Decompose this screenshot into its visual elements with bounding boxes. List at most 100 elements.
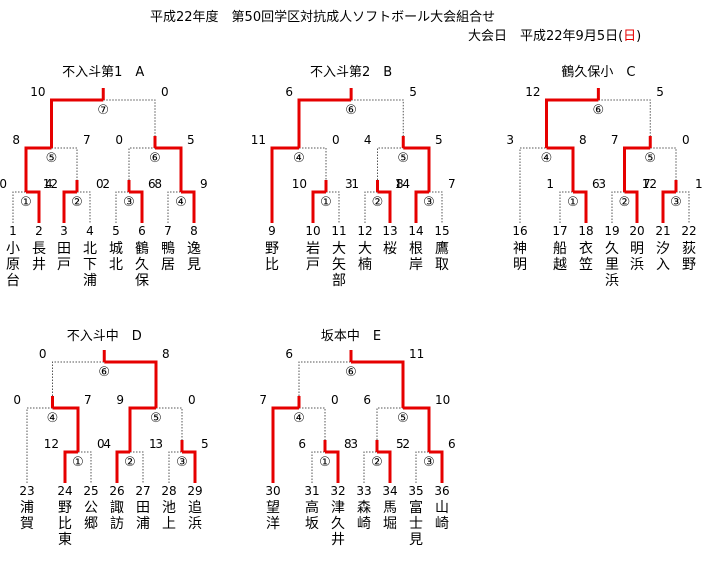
bracket-c-team-name: 明	[630, 241, 644, 257]
bracket-e-team-number: 33	[356, 484, 371, 498]
bracket-a-team-name: 北	[83, 241, 97, 257]
bracket-d-team-name: 田	[136, 500, 150, 516]
bracket-b-r1-2-right-score: 7	[448, 177, 456, 191]
bracket-b-r2-0-right-line	[403, 146, 431, 180]
bracket-d-r1-2-right-line	[182, 450, 197, 483]
bracket-b-r1-0-left-line	[311, 190, 326, 223]
bracket-d-r1-1-left-score: 4	[103, 437, 111, 451]
bracket-a-r1-2-left-line	[115, 191, 129, 223]
bracket-d-bye-left-score: 0	[13, 393, 21, 407]
bracket-c-bye-right-score: 8	[579, 133, 587, 147]
bracket-e-team-number: 35	[408, 484, 423, 498]
bracket-b-final-left-line	[297, 98, 352, 136]
bracket-a-team-name: 居	[161, 257, 175, 273]
bracket-e-r1-0-right-line	[325, 450, 340, 483]
bracket-a-final-right-score: 0	[161, 85, 169, 99]
bracket-b-team-name: 大	[358, 241, 372, 257]
bracket-c-r1-1-right-line	[624, 190, 639, 223]
bracket-d-team-number: 23	[19, 484, 34, 498]
bracket-a-team-number: 1	[9, 224, 17, 238]
bracket-b-r1-2-game-number: ③	[423, 195, 435, 210]
bracket-d-team-name: 上	[162, 516, 176, 532]
bracket-c-bye-left-line	[519, 147, 547, 223]
bracket-a-r1-2-game-number: ③	[123, 195, 135, 210]
bracket-c-r1-1-left-score: 3	[598, 177, 606, 191]
bracket-a-r1-0-left-score: 0	[0, 177, 7, 191]
bracket-d-team-number: 28	[161, 484, 176, 498]
bracket-c-r2-0-right-score: 0	[682, 133, 690, 147]
bracket-d-team-number: 27	[135, 484, 150, 498]
bracket-d-team-name: 賀	[20, 516, 34, 532]
bracket-c-r2-0-left-line	[623, 146, 651, 180]
bracket-a-final-left-score: 10	[30, 85, 45, 99]
bracket-e-title: 坂本中 E	[321, 329, 381, 344]
bracket-c-team-number: 18	[578, 224, 593, 238]
bracket-b-title: 不入斗第2 B	[310, 65, 392, 80]
bracket-a-r1-2-left-score: 2	[102, 177, 110, 191]
bracket-a-r2-0-right-score: 7	[83, 133, 91, 147]
bracket-c-r1-1-left-line	[611, 191, 625, 223]
bracket-e-team-name: 崎	[357, 516, 371, 532]
bracket-e-r1-0-left-score: 6	[298, 437, 306, 451]
bracket-e-r1-0-game-number: ①	[319, 455, 331, 470]
bracket-b-bye-right-line	[299, 147, 327, 180]
bracket-a-team-name: 逸	[187, 241, 201, 257]
bracket-b-r2-0-left-line	[377, 147, 404, 180]
bracket-d-bye-right-line	[52, 406, 80, 440]
bracket-b-r2-0-game-number: ⑤	[397, 151, 409, 166]
bracket-c-r1-2-left-line	[661, 190, 676, 223]
bracket-a-r1-1-left-line	[62, 190, 77, 223]
bracket-b-team-name: 部	[332, 273, 346, 289]
bracket-d-team-name: 東	[58, 532, 72, 548]
bracket-a-r1-3-right-line	[181, 190, 196, 223]
bracket-a-r2-0-right-line	[51, 147, 78, 180]
bracket-a-team-name: 北	[109, 257, 123, 273]
bracket-e-team-name: 久	[331, 516, 345, 532]
date-text: 大会日 平成22年9月5日(	[468, 29, 624, 44]
bracket-a-r1-1-game-number: ②	[71, 195, 83, 210]
bracket-b-r1-1-right-line	[377, 190, 392, 223]
bracket-e-bye-left-line	[271, 406, 299, 483]
bracket-e-r2-0-right-line	[403, 406, 431, 440]
bracket-d-r1-0-left-score: 12	[44, 437, 59, 451]
bracket-a-final-game-number: ⑦	[97, 103, 109, 118]
bracket-e-r1-1-game-number: ②	[371, 455, 383, 470]
bracket-e-final-right-line	[351, 360, 405, 396]
bracket-e-r1-2-left-score: 2	[402, 437, 410, 451]
bracket-b-team-name: 大	[332, 241, 346, 257]
bracket-a-team-number: 8	[190, 224, 198, 238]
bracket-e-team-name: 崎	[435, 516, 449, 532]
bracket-c-team-name: 荻	[682, 241, 696, 257]
bracket-b-team-name: 根	[409, 241, 423, 257]
bracket-e-team-name: 富	[409, 499, 423, 516]
bracket-b-r1-2-right-line	[429, 191, 443, 223]
bracket-c-r1-0-right-score: 6	[592, 177, 600, 191]
bracket-e-team-name: 坂	[305, 516, 319, 532]
bracket-d-bye-game-number: ④	[47, 411, 59, 426]
bracket-c-r1-0-game-number: ①	[567, 195, 579, 210]
bracket-e-team-name: 森	[357, 500, 371, 516]
bracket-b-r2-0-right-score: 5	[435, 133, 443, 147]
bracket-a-team-name: 久	[135, 257, 149, 273]
bracket-d-r2-0-right-score: 0	[188, 393, 196, 407]
bracket-d-team-number: 24	[57, 484, 72, 498]
bracket-a-r1-3-right-score: 9	[200, 177, 208, 191]
bracket-e-team-name: 見	[409, 532, 423, 548]
bracket-d-team-name: 野	[58, 500, 72, 516]
bracket-c-r1-0-left-score: 1	[546, 177, 554, 191]
bracket-a-final-right-line	[103, 99, 156, 136]
bracket-d-r1-0-game-number: ①	[72, 455, 84, 470]
bracket-d-bye-left-line	[26, 407, 53, 483]
bracket-d-r1-2-game-number: ③	[176, 455, 188, 470]
bracket-b-r1-2-left-score: 14	[395, 177, 410, 191]
bracket-e-team-number: 31	[304, 484, 319, 498]
bracket-b-final-left-score: 6	[285, 85, 293, 99]
bracket-c-team-name: 越	[553, 257, 567, 273]
bracket-e-team-name: 士	[409, 516, 423, 532]
bracket-e-r2-0-left-score: 6	[363, 393, 371, 407]
bracket-a-team-name: 長	[32, 241, 46, 257]
bracket-b-r1-1-right-score: 8	[396, 177, 404, 191]
date-close: )	[636, 29, 642, 44]
bracket-e-bye-right-score: 0	[331, 393, 339, 407]
bracket-b-r1-1-left-score: 1	[351, 177, 359, 191]
